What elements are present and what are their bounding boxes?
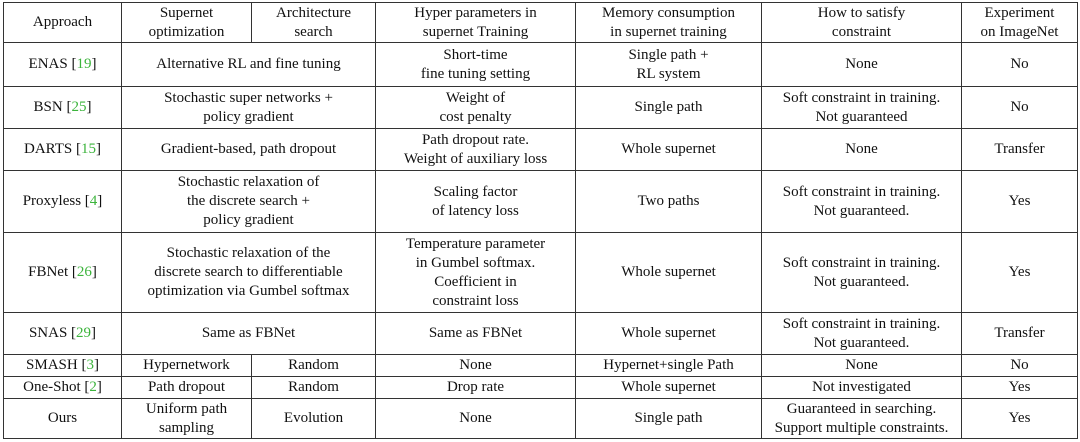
imagenet-cell: No xyxy=(961,42,1078,87)
header-supernet-optimization: Supernet optimization xyxy=(121,2,252,43)
constraint-cell: Soft constraint in training. Not guarant… xyxy=(761,86,962,129)
citation: 15 xyxy=(81,141,97,157)
hyper-cell: None xyxy=(375,398,576,439)
approach-cell: SMASH [3] xyxy=(3,354,122,377)
arch-search-cell: Random xyxy=(251,376,376,399)
imagenet-cell: No xyxy=(961,86,1078,129)
memory-cell: Single path xyxy=(575,398,762,439)
supernet-opt-cell: Hypernetwork xyxy=(121,354,252,377)
approach-cell: BSN [25] xyxy=(3,86,122,129)
hyper-cell: Weight of cost penalty xyxy=(375,86,576,129)
comparison-table: Approach Supernet optimization Architect… xyxy=(3,2,1078,439)
hyper-cell: Path dropout rate. Weight of auxiliary l… xyxy=(375,128,576,171)
approach-cell: ENAS [19] xyxy=(3,42,122,87)
table-row: Proxyless [4] Stochastic relaxation of t… xyxy=(3,170,1078,233)
hyper-cell: Short-time fine tuning setting xyxy=(375,42,576,87)
imagenet-cell: Yes xyxy=(961,170,1078,233)
imagenet-cell: Yes xyxy=(961,376,1078,399)
citation: 26 xyxy=(76,264,92,280)
header-row: Approach Supernet optimization Architect… xyxy=(3,2,1078,43)
imagenet-cell: Yes xyxy=(961,398,1078,439)
approach-name: Ours xyxy=(47,410,78,426)
method-cell: Stochastic relaxation of the discrete se… xyxy=(121,170,376,233)
imagenet-cell: No xyxy=(961,354,1078,377)
citation: 4 xyxy=(89,193,98,209)
imagenet-cell: Transfer xyxy=(961,128,1078,171)
constraint-cell: Soft constraint in training. Not guarant… xyxy=(761,232,962,313)
table-row: DARTS [15] Gradient-based, path dropout … xyxy=(3,128,1078,171)
hyper-cell: None xyxy=(375,354,576,377)
constraint-cell: Soft constraint in training. Not guarant… xyxy=(761,170,962,233)
approach-cell: DARTS [15] xyxy=(3,128,122,171)
method-cell: Stochastic super networks + policy gradi… xyxy=(121,86,376,129)
memory-cell: Whole supernet xyxy=(575,376,762,399)
header-imagenet: Experiment on ImageNet xyxy=(961,2,1078,43)
table-row: FBNet [26] Stochastic relaxation of the … xyxy=(3,232,1078,313)
constraint-cell: Not investigated xyxy=(761,376,962,399)
supernet-opt-cell: Uniform path sampling xyxy=(121,398,252,439)
method-cell: Stochastic relaxation of the discrete se… xyxy=(121,232,376,313)
imagenet-cell: Transfer xyxy=(961,312,1078,355)
constraint-cell: None xyxy=(761,128,962,171)
hyper-cell: Drop rate xyxy=(375,376,576,399)
header-approach: Approach xyxy=(3,2,122,43)
table-row: Ours Uniform path sampling Evolution Non… xyxy=(3,398,1078,439)
approach-name: SNAS xyxy=(28,325,68,341)
table-row: SNAS [29] Same as FBNet Same as FBNet Wh… xyxy=(3,312,1078,355)
header-architecture-search: Architecture search xyxy=(251,2,376,43)
approach-cell: One-Shot [2] xyxy=(3,376,122,399)
method-cell: Same as FBNet xyxy=(121,312,376,355)
memory-cell: Single path xyxy=(575,86,762,129)
hyper-cell: Temperature parameter in Gumbel softmax.… xyxy=(375,232,576,313)
constraint-cell: None xyxy=(761,42,962,87)
method-cell: Alternative RL and fine tuning xyxy=(121,42,376,87)
table-row: BSN [25] Stochastic super networks + pol… xyxy=(3,86,1078,129)
memory-cell: Single path + RL system xyxy=(575,42,762,87)
memory-cell: Whole supernet xyxy=(575,232,762,313)
approach-name: SMASH xyxy=(26,357,78,373)
table-row: ENAS [19] Alternative RL and fine tuning… xyxy=(3,42,1078,87)
method-cell: Gradient-based, path dropout xyxy=(121,128,376,171)
memory-cell: Two paths xyxy=(575,170,762,233)
approach-name: FBNet xyxy=(28,264,69,280)
table-row: One-Shot [2] Path dropout Random Drop ra… xyxy=(3,376,1078,399)
table-row: SMASH [3] Hypernetwork Random None Hyper… xyxy=(3,354,1078,377)
approach-name: One-Shot xyxy=(23,379,81,395)
approach-name: BSN xyxy=(33,99,63,115)
hyper-cell: Same as FBNet xyxy=(375,312,576,355)
citation: 19 xyxy=(76,56,92,72)
comparison-table-container: Approach Supernet optimization Architect… xyxy=(3,2,1078,439)
memory-cell: Whole supernet xyxy=(575,128,762,171)
constraint-cell: None xyxy=(761,354,962,377)
citation: 29 xyxy=(76,325,92,341)
imagenet-cell: Yes xyxy=(961,232,1078,313)
approach-name: ENAS xyxy=(28,56,68,72)
citation: 25 xyxy=(71,99,87,115)
constraint-cell: Soft constraint in training. Not guarant… xyxy=(761,312,962,355)
arch-search-cell: Random xyxy=(251,354,376,377)
approach-name: Proxyless xyxy=(22,193,82,209)
header-memory-consumption: Memory consumption in supernet training xyxy=(575,2,762,43)
approach-name: DARTS xyxy=(23,141,73,157)
header-hyper-parameters: Hyper parameters in supernet Training xyxy=(375,2,576,43)
approach-cell: SNAS [29] xyxy=(3,312,122,355)
memory-cell: Hypernet+single Path xyxy=(575,354,762,377)
supernet-opt-cell: Path dropout xyxy=(121,376,252,399)
constraint-cell: Guaranteed in searching. Support multipl… xyxy=(761,398,962,439)
memory-cell: Whole supernet xyxy=(575,312,762,355)
header-constraint: How to satisfy constraint xyxy=(761,2,962,43)
approach-cell: Proxyless [4] xyxy=(3,170,122,233)
arch-search-cell: Evolution xyxy=(251,398,376,439)
approach-cell: Ours xyxy=(3,398,122,439)
citation: 3 xyxy=(86,357,94,373)
approach-cell: FBNet [26] xyxy=(3,232,122,313)
citation: 2 xyxy=(89,379,97,395)
hyper-cell: Scaling factor of latency loss xyxy=(375,170,576,233)
